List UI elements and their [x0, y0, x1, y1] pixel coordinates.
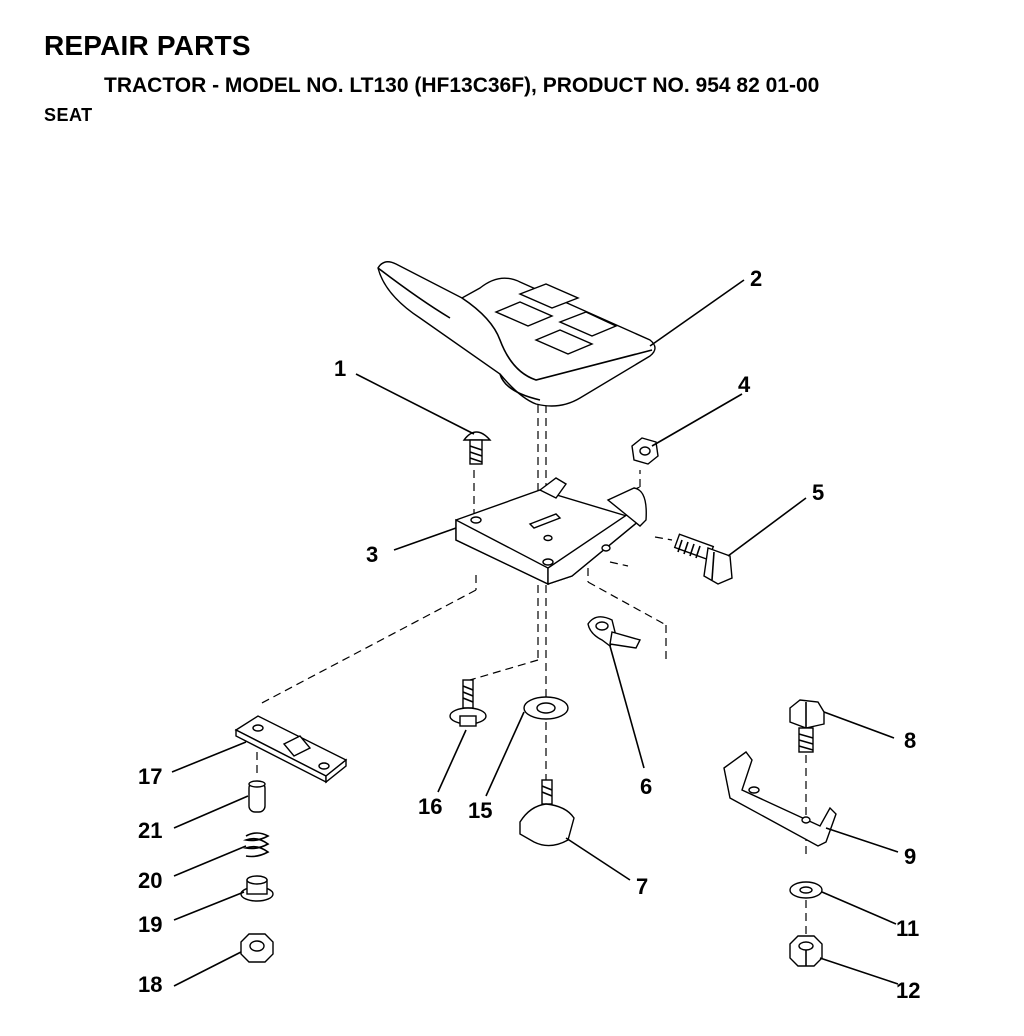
lock-washer-part: [789, 881, 823, 899]
hex-nut-part: [631, 437, 659, 465]
callout-15: 15: [468, 798, 492, 823]
assembly-dashed-lines: [256, 405, 807, 935]
seat-clip-part: [587, 616, 642, 649]
callout-18: 18: [138, 972, 162, 997]
callout-9: 9: [904, 844, 916, 869]
seat-pan-part: [455, 477, 647, 586]
page-subtitle: TRACTOR - MODEL NO. LT130 (HF13C36F), PR…: [104, 74, 820, 97]
callout-8: 8: [904, 728, 916, 753]
callout-1: 1: [334, 356, 346, 381]
hex-bolt-part: [789, 699, 825, 753]
callout-11: 11: [896, 916, 919, 941]
callout-4: 4: [738, 372, 751, 397]
callout-2: 2: [750, 266, 762, 291]
shoulder-screw-part: [449, 679, 487, 727]
pin-part: [248, 780, 266, 813]
callout-7: 7: [636, 874, 648, 899]
shoulder-bolt-part: [673, 533, 733, 585]
seat-part: [377, 261, 656, 407]
callout-20: 20: [138, 868, 162, 893]
callout-labels: 1 2 3 4 5 6 7 8 9 11 12 15 16 17 21 20 1…: [138, 266, 920, 1003]
callout-17: 17: [138, 764, 162, 789]
spring-part: [242, 832, 270, 858]
l-bracket-part: [723, 751, 837, 847]
wing-knob-part: [519, 779, 575, 847]
section-label: SEAT: [44, 105, 93, 125]
callout-5: 5: [812, 480, 824, 505]
callout-3: 3: [366, 542, 378, 567]
seat-cushion-pads: [494, 283, 618, 355]
callout-12: 12: [896, 978, 920, 1003]
washer-part: [523, 696, 569, 720]
carriage-bolt-part: [462, 431, 492, 465]
flange-nut-part: [240, 933, 274, 963]
callout-leaders: [171, 279, 899, 987]
callout-16: 16: [418, 794, 442, 819]
callout-19: 19: [138, 912, 162, 937]
flange-bushing-part: [240, 875, 274, 902]
page-title: REPAIR PARTS: [44, 30, 251, 61]
callout-6: 6: [640, 774, 652, 799]
locknut-part: [789, 935, 823, 967]
callout-21: 21: [138, 818, 162, 843]
slide-rail-part: [234, 715, 348, 784]
